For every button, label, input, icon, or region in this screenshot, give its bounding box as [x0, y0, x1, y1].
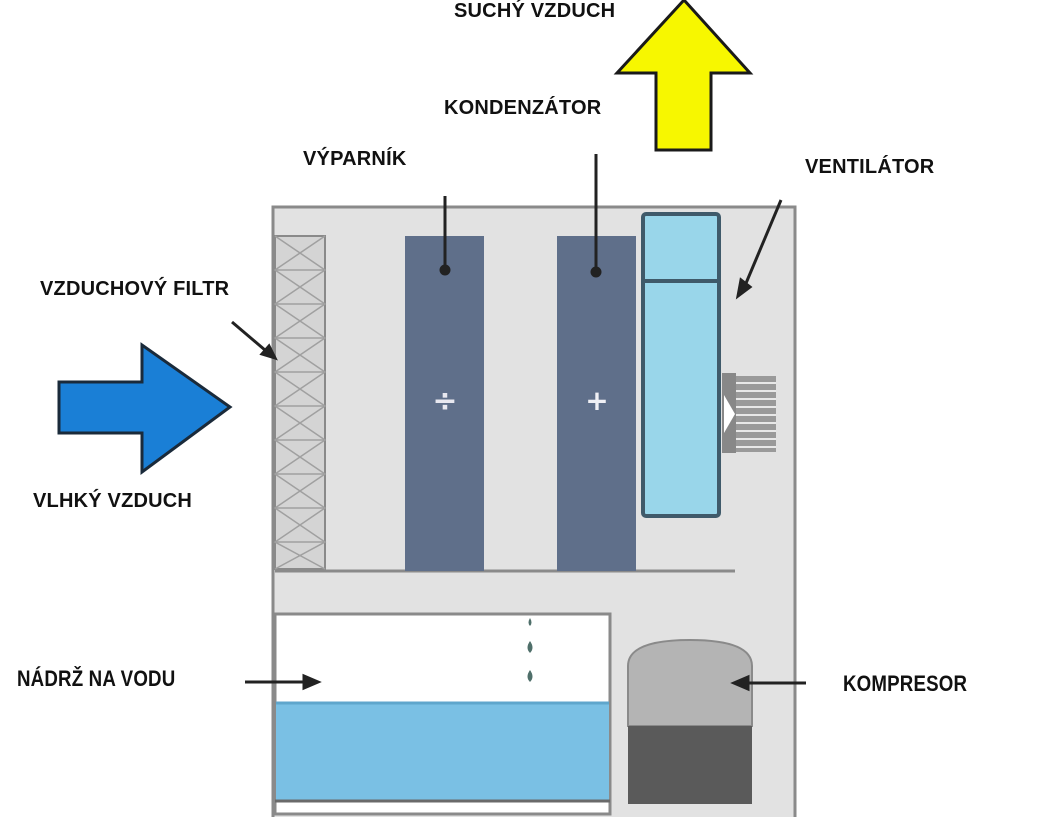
fan-motor: [722, 373, 776, 453]
fan: [641, 212, 721, 518]
water-tank: [273, 612, 612, 816]
dry-air-arrow-icon: [613, 0, 754, 152]
compressor: [627, 638, 753, 804]
condenser-sign: +: [585, 384, 608, 417]
air-filter-label: VZDUCHOVÝ FILTR: [40, 278, 230, 300]
compressor-label: KOMPRESOR: [843, 671, 968, 696]
dry-air-label: SUCHÝ VZDUCH: [454, 0, 616, 22]
fan-pointer: [742, 199, 783, 289]
fan-label: VENTILÁTOR: [805, 156, 935, 178]
water-tank-label: NÁDRŽ NA VODU: [17, 666, 176, 691]
evaporator-coil: [405, 236, 484, 571]
evaporator-label: VÝPARNÍK: [303, 148, 407, 170]
condenser-coil: [557, 236, 636, 571]
water-drops-icon: [527, 618, 533, 682]
humid-air-label: VLHKÝ VZDUCH: [33, 490, 193, 512]
humid-air-arrow-icon: [57, 342, 233, 475]
evaporator-sign: ÷: [432, 384, 457, 419]
air-filter: [273, 235, 327, 570]
condenser-label: KONDENZÁTOR: [444, 97, 602, 119]
